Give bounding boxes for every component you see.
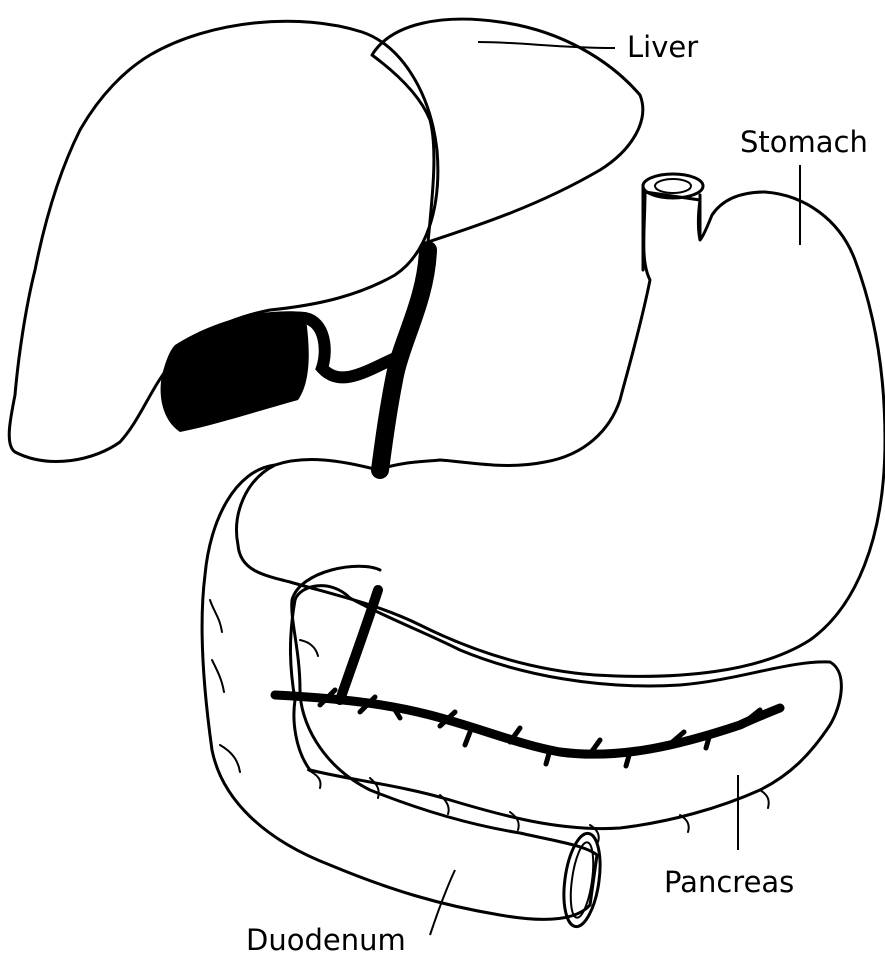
liver-shape <box>9 19 643 461</box>
stomach-label: Stomach <box>740 125 868 159</box>
liver-leader-line <box>478 42 615 48</box>
liver-label: Liver <box>627 30 698 64</box>
duodenum-shape <box>202 465 605 929</box>
duodenum-label: Duodenum <box>246 923 406 957</box>
bile-duct <box>305 250 428 470</box>
pancreatic-duct <box>275 590 780 766</box>
duodenum-leader-line <box>430 870 455 935</box>
stomach-shape <box>237 174 885 676</box>
pancreas-label: Pancreas <box>664 865 794 899</box>
